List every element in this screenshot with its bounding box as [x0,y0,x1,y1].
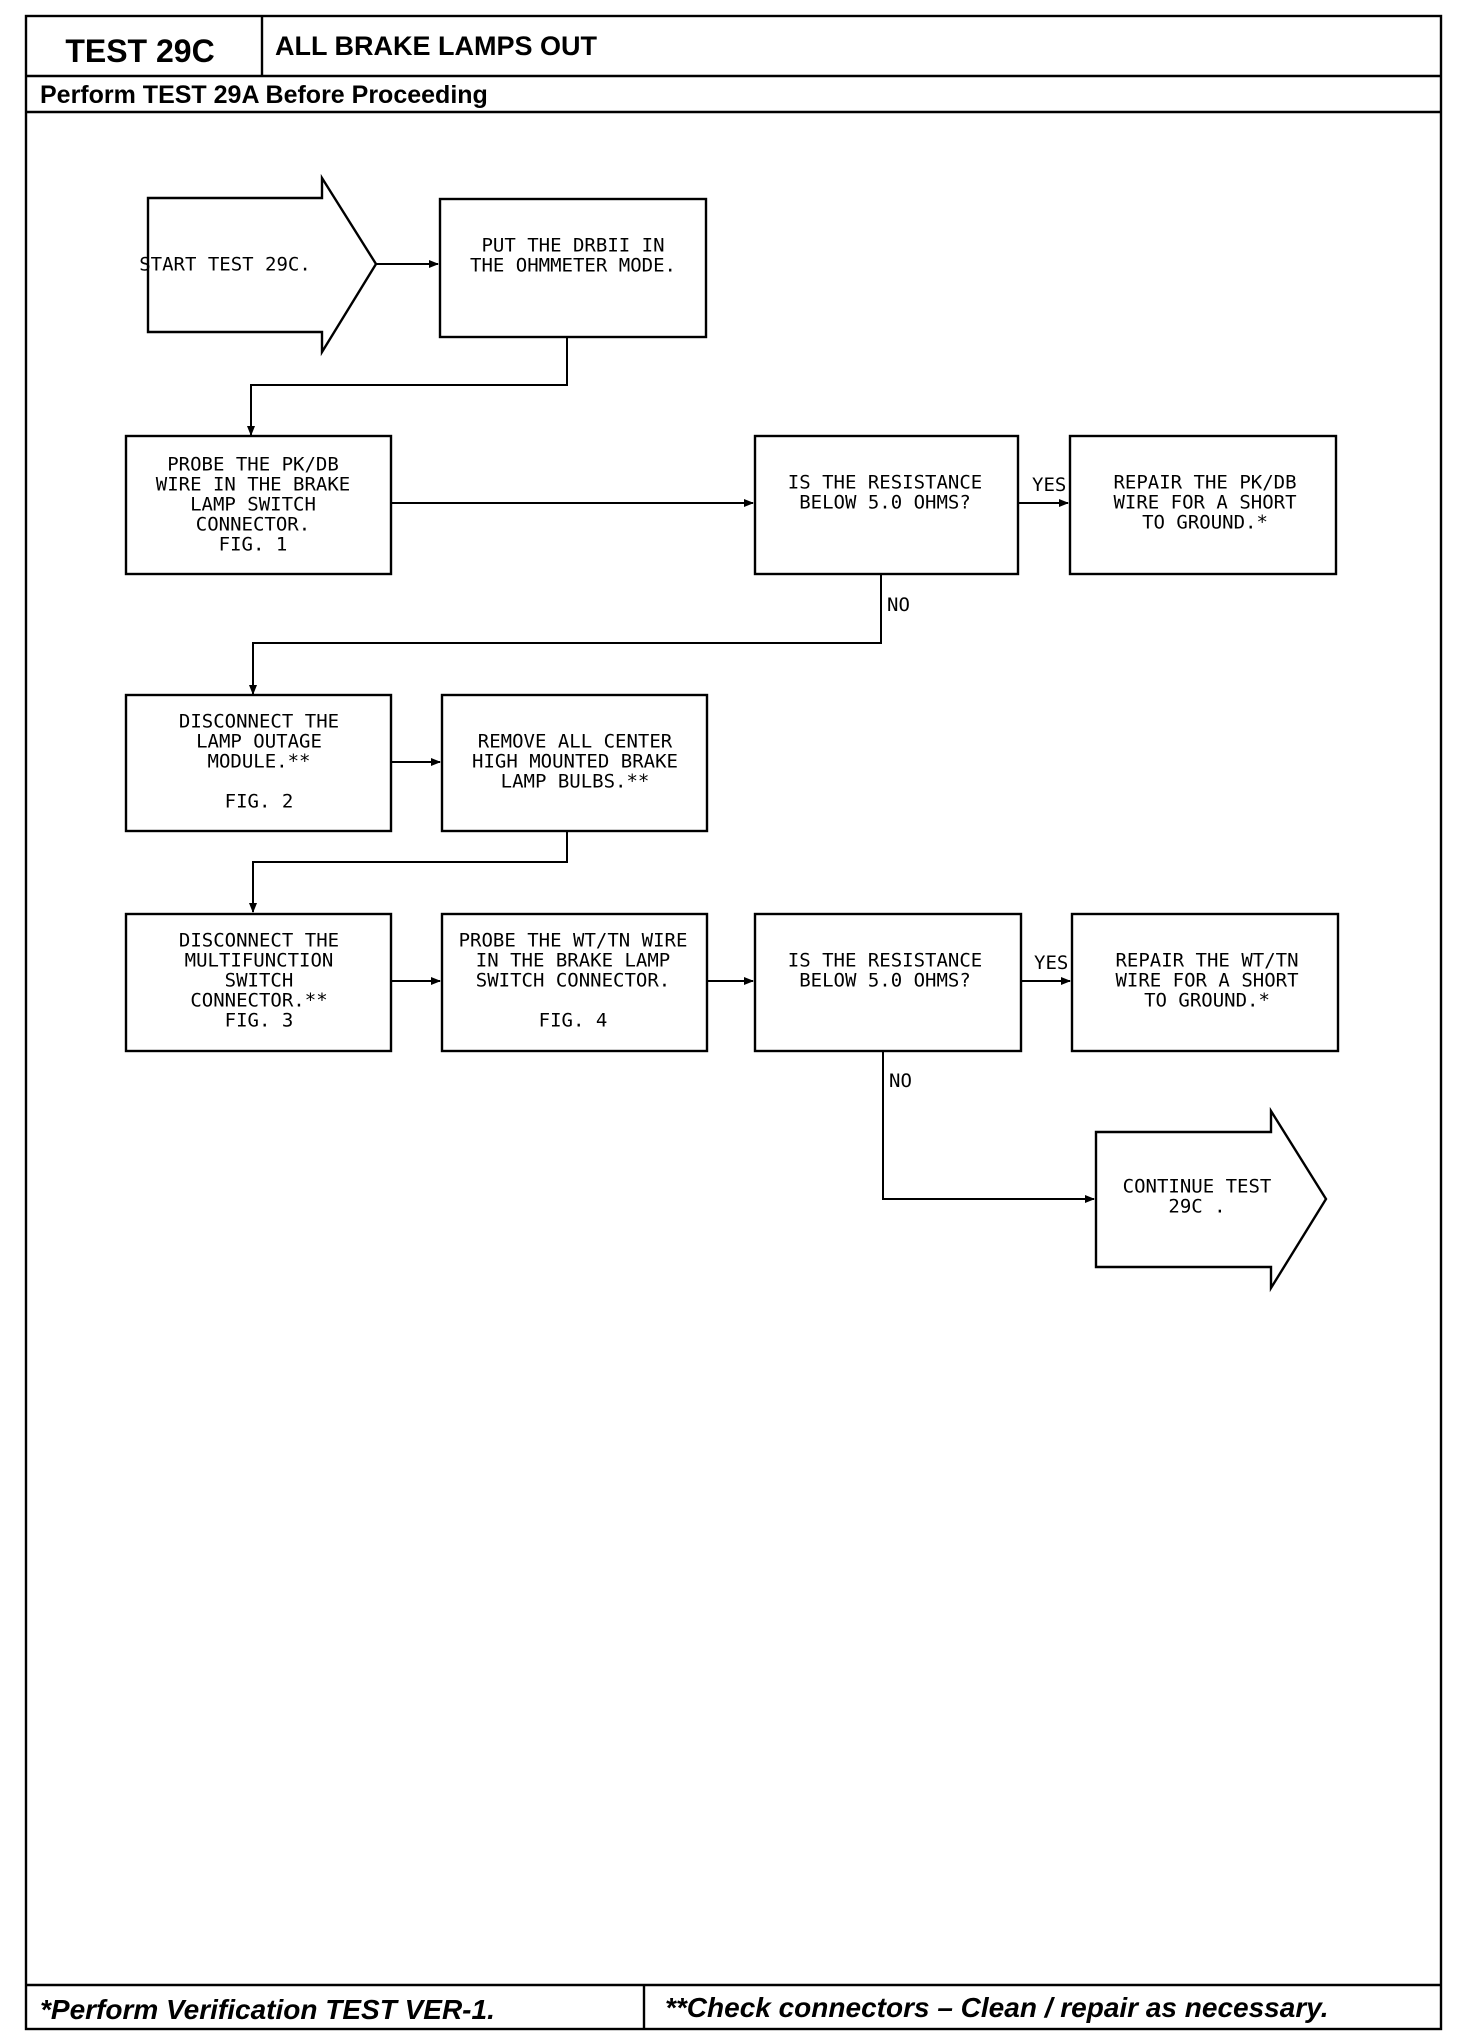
node-probe-wttn-label-line: FIG. 4 [539,1010,608,1032]
test-title: ALL BRAKE LAMPS OUT [275,31,598,61]
node-disconnect-multifunction-label-line: SWITCH [225,970,294,992]
node-continue [1094,1106,1328,1293]
edge-drb-to-probe-pkdb [247,337,568,436]
node-continue-label-line: 29C . [1168,1196,1225,1218]
node-probe-wttn [440,912,709,1053]
node-disconnect-lamp-outage-label-line: DISCONNECT THE [179,711,339,733]
node-probe-wttn-label-line: SWITCH CONNECTOR. [476,970,670,992]
node-repair-wttn-label-line: REPAIR THE WT/TN [1115,950,1298,972]
node-start [146,173,378,357]
node-probe-pkdb-label-line: WIRE IN THE BRAKE [156,474,350,496]
node-repair-wttn-label-line: WIRE FOR A SHORT [1115,970,1298,992]
node-repair-pkdb [1068,434,1338,576]
node-repair-pkdb-label-line: TO GROUND.* [1142,512,1268,534]
node-disconnect-lamp-outage-label-line: FIG. 2 [225,791,294,813]
node-drb-mode-label-line: THE OHMMETER MODE. [470,255,676,277]
node-check-resistance-2-label-line: BELOW 5.0 OHMS? [799,970,971,992]
connectors [247,260,1095,1203]
node-continue-label-line: CONTINUE TEST [1123,1176,1272,1198]
node-repair-wttn [1070,912,1340,1053]
test-id: TEST 29C [65,33,214,69]
node-disconnect-multifunction-label: DISCONNECT THEMULTIFUNCTIONSWITCHCONNECT… [179,930,339,1032]
node-remove-chmsl-bulbs-label-line: HIGH MOUNTED BRAKE [472,751,678,773]
edge-label-no-1: NO [887,594,910,616]
node-check-resistance-1-label-line: IS THE RESISTANCE [788,472,982,494]
node-remove-chmsl-bulbs-label-line: REMOVE ALL CENTER [478,731,673,753]
node-probe-pkdb-label-line: FIG. 1 [219,534,288,556]
header: TEST 29C ALL BRAKE LAMPS OUT Perform TES… [26,16,1441,114]
footer-verification-note: *Perform Verification TEST VER-1. [40,1994,495,2025]
node-check-resistance-2 [753,912,1023,1053]
node-remove-chmsl-bulbs [440,693,709,833]
node-check-resistance-2-label-line: IS THE RESISTANCE [788,950,982,972]
node-probe-wttn-label-line: IN THE BRAKE LAMP [476,950,670,972]
node-probe-pkdb-label-line: PROBE THE PK/DB [167,454,339,476]
node-disconnect-multifunction [124,912,393,1053]
node-remove-chmsl-bulbs-label-line: LAMP BULBS.** [501,771,650,793]
node-disconnect-lamp-outage-label-line: LAMP OUTAGE [196,731,322,753]
node-repair-pkdb-label-line: REPAIR THE PK/DB [1113,472,1296,494]
node-repair-pkdb-label-line: WIRE FOR A SHORT [1113,492,1296,514]
edge-label-yes-1: YES [1032,474,1066,496]
node-repair-wttn-label-line: TO GROUND.* [1144,990,1270,1012]
node-probe-pkdb-label-line: CONNECTOR. [196,514,310,536]
edge-remove-to-disc-mf [249,831,568,913]
node-disconnect-lamp-outage [124,693,393,833]
edge-label-no-2: NO [889,1070,912,1092]
node-start-label: START TEST 29C. [139,254,311,276]
edge-check-1-no [249,575,882,695]
node-check-resistance-1-label-line: BELOW 5.0 OHMS? [799,492,971,514]
footer: *Perform Verification TEST VER-1. **Chec… [26,1983,1441,2029]
node-start-label-line: START TEST 29C. [139,254,311,276]
edge-label-yes-2: YES [1034,952,1068,974]
node-probe-pkdb-label-line: LAMP SWITCH [190,494,316,516]
footer-connectors-note: **Check connectors – Clean / repair as n… [665,1992,1329,2023]
node-disconnect-multifunction-label-line: FIG. 3 [225,1010,294,1032]
node-disconnect-lamp-outage-label-line: MODULE.** [208,751,311,773]
node-check-resistance-1 [753,434,1020,576]
node-disconnect-multifunction-label-line: DISCONNECT THE [179,930,339,952]
prerequisite-note: Perform TEST 29A Before Proceeding [40,81,488,109]
node-probe-pkdb [124,434,393,576]
node-probe-wttn-label-line: PROBE THE WT/TN WIRE [459,930,688,952]
node-drb-mode-label-line: PUT THE DRBII IN [481,235,664,257]
page-frame [24,14,1443,2031]
node-disconnect-multifunction-label-line: CONNECTOR.** [190,990,327,1012]
node-disconnect-multifunction-label-line: MULTIFUNCTION [185,950,334,972]
edge-check-2-no [882,1051,1095,1203]
node-drb-mode [438,197,708,339]
edge-labels: YES NO YES NO [887,474,1068,1092]
